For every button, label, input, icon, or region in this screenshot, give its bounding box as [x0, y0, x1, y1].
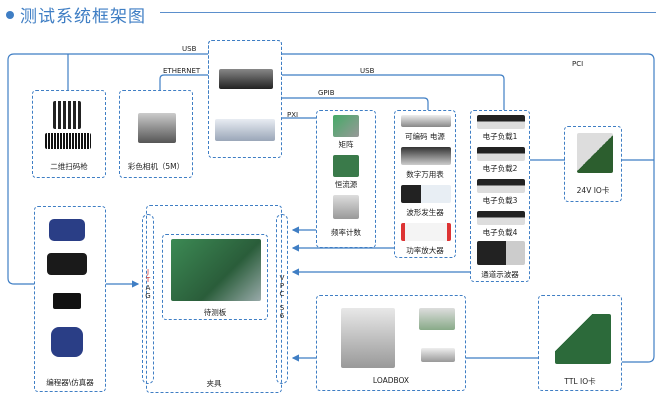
io24-card-image — [577, 133, 613, 173]
load-4-label: 电子负载4 — [482, 228, 518, 237]
jtag-label: J T A G — [145, 268, 151, 300]
ttl-card-image — [555, 314, 611, 364]
pci-line — [282, 53, 655, 363]
load-1-image — [477, 115, 525, 129]
oscilloscope-label: 通道示波器 — [481, 270, 519, 279]
matrix-label: 矩阵 — [338, 140, 354, 149]
power-amplifier-image — [401, 223, 451, 241]
barcode-image — [45, 133, 91, 149]
vpcs-connector — [276, 214, 288, 384]
power-supply-image — [401, 115, 451, 127]
bullet-icon — [6, 11, 14, 19]
counter-label: 频率计数 — [331, 228, 361, 237]
load-4-image — [477, 211, 525, 225]
dut-box: 待测板 — [162, 234, 268, 320]
pxi-chassis-image — [215, 119, 275, 141]
load-2-label: 电子负载2 — [482, 164, 518, 173]
pxi-label: PXI — [287, 111, 299, 119]
power-amplifier-label: 功率放大器 — [406, 246, 444, 255]
scanner-box: 二维扫码枪 — [32, 90, 106, 178]
io24-label: 24V IO卡 — [576, 186, 610, 195]
multimeter-image — [401, 147, 451, 165]
matrix-module-image — [333, 115, 359, 137]
camera-image — [138, 113, 176, 143]
programmer-2-image — [47, 253, 87, 275]
current-source-label: 恒流源 — [334, 180, 358, 189]
loadbox-module-image — [419, 308, 455, 330]
title-divider — [160, 12, 656, 13]
camera-box: 彩色相机（5M） — [119, 90, 193, 178]
industrial-pc-image — [219, 69, 273, 89]
usb-right-line — [282, 74, 505, 110]
load-2-image — [477, 147, 525, 161]
counter-module-image — [333, 195, 359, 219]
io24-box: 24V IO卡 — [564, 126, 622, 202]
qr-code-image — [53, 101, 81, 129]
scanner-label: 二维扫码枪 — [50, 162, 88, 171]
load-1-label: 电子负载1 — [482, 132, 518, 141]
power-supply-label: 可编码 电源 — [405, 132, 445, 141]
gpib-line — [282, 97, 429, 110]
multimeter-label: 数字万用表 — [406, 170, 444, 179]
usb-right-label: USB — [360, 67, 375, 75]
fixture-box: 夹具 — [146, 205, 282, 393]
camera-label: 彩色相机（5M） — [127, 162, 185, 171]
ttl-label: TTL IO卡 — [564, 377, 596, 386]
dut-label: 待测板 — [203, 308, 227, 317]
instruments-box: 可编码 电源 数字万用表 波形发生器 功率放大器 — [394, 110, 456, 258]
page-title: 测试系统框架图 — [6, 2, 146, 27]
loadbox-panel-image — [421, 348, 455, 362]
fixture-label: 夹具 — [206, 379, 222, 388]
vpcs-label: V P C S 6 — [279, 274, 285, 320]
programmer-4-image — [51, 327, 83, 357]
dut-board-image — [171, 239, 261, 301]
load-3-image — [477, 179, 525, 193]
programmer-3-image — [53, 293, 81, 309]
loadbox-box: LOADBOX — [316, 295, 466, 391]
host-box — [208, 40, 282, 158]
pxi-modules-box: 矩阵 恒流源 频率计数 — [316, 110, 376, 248]
pci-label: PCI — [572, 60, 584, 68]
programmer-label: 编程器\仿真器 — [46, 378, 94, 387]
load-3-label: 电子负载3 — [482, 196, 518, 205]
loadbox-chassis-image — [341, 308, 395, 368]
current-source-module-image — [333, 155, 359, 177]
waveform-generator-label: 波形发生器 — [406, 208, 444, 217]
jtag-connector — [142, 214, 154, 384]
usb-line-left — [7, 53, 208, 285]
usb-top-label: USB — [182, 45, 197, 53]
programmer-box: 编程器\仿真器 — [34, 206, 106, 392]
loads-box: 电子负载1 电子负载2 电子负载3 电子负载4 通道示波器 — [470, 110, 530, 282]
waveform-generator-image — [401, 185, 451, 203]
programmer-1-image — [49, 219, 85, 241]
ethernet-label: ETHERNET — [163, 67, 201, 75]
oscilloscope-image — [477, 241, 525, 265]
gpib-label: GPIB — [318, 89, 335, 97]
ethernet-line — [159, 74, 208, 90]
ttl-box: TTL IO卡 — [538, 295, 622, 391]
loadbox-label: LOADBOX — [372, 376, 410, 385]
